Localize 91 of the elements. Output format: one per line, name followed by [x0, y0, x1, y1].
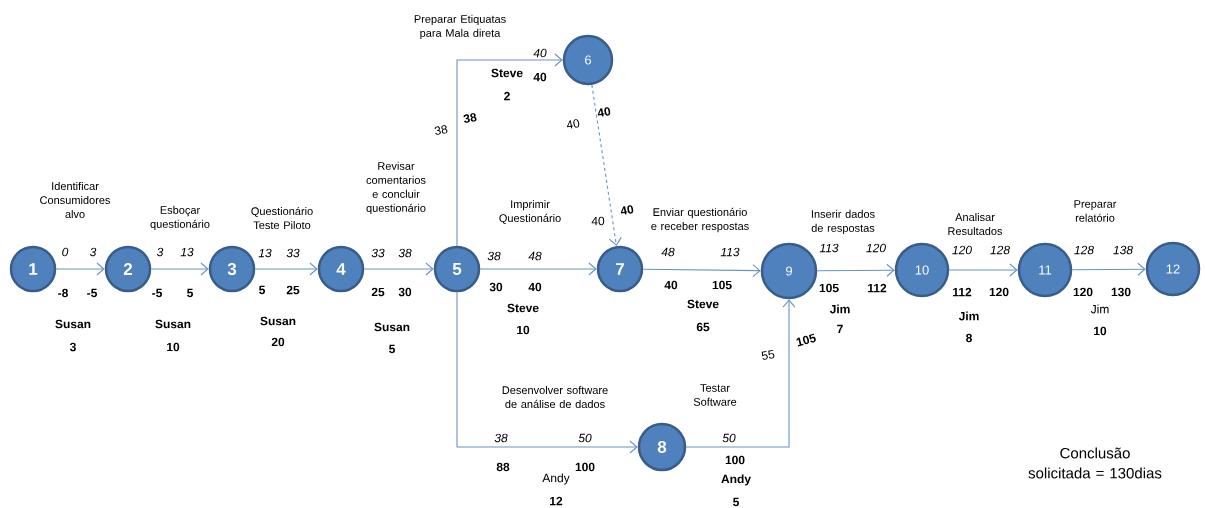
time-label: 13 — [180, 247, 194, 257]
time-label: 40 — [597, 107, 611, 117]
time-label: 48 — [528, 251, 542, 261]
time-label: 113 — [720, 247, 740, 257]
time-label: 5 — [259, 285, 265, 295]
time-label: 105 — [796, 333, 816, 347]
arrow — [254, 262, 318, 276]
time-label: Jim — [1090, 304, 1109, 314]
time-label: 2 — [504, 91, 510, 101]
arrow — [948, 263, 1018, 277]
time-label: 13 — [258, 248, 272, 258]
time-label: -8 — [58, 288, 68, 298]
time-label: 38 — [434, 125, 448, 135]
time-label: 12 — [550, 496, 563, 506]
time-label: 0 — [62, 247, 69, 257]
time-label: 40 — [620, 205, 634, 215]
arrow — [642, 264, 761, 278]
time-label: 138 — [1113, 245, 1133, 255]
time-label: 3 — [156, 247, 164, 257]
arrow — [1071, 262, 1146, 276]
activity-label: Analisar Resultados — [948, 212, 1003, 236]
time-label: Susan — [155, 319, 191, 329]
time-label: Andy — [542, 473, 570, 485]
time-label: 33 — [286, 248, 300, 258]
activity-label: Imprimir Questionário — [499, 199, 561, 224]
time-label: 40 — [566, 119, 580, 129]
time-label: 88 — [496, 462, 510, 472]
time-label: 5 — [733, 497, 739, 507]
time-label: 10 — [1094, 326, 1107, 336]
arrow — [456, 53, 563, 247]
time-label: 38 — [398, 248, 412, 258]
arrow — [816, 263, 895, 277]
time-label: 40 — [591, 216, 605, 226]
activity-label: Preparar Etiquatas para Mala direta — [414, 14, 506, 40]
time-label: Andy — [721, 474, 751, 486]
arrow — [456, 291, 638, 454]
time-label: 55 — [761, 349, 775, 360]
time-label: 3 — [69, 342, 76, 352]
arrow — [479, 262, 597, 276]
time-label: 5 — [187, 288, 193, 298]
time-label: 100 — [725, 455, 745, 465]
arrow — [150, 262, 209, 276]
time-label: 3 — [89, 247, 97, 257]
time-label: -5 — [87, 288, 97, 298]
time-label: 7 — [837, 324, 843, 334]
time-label: 25 — [286, 285, 300, 295]
time-label: 40 — [664, 280, 678, 290]
time-label: 65 — [696, 322, 710, 332]
time-label: 40 — [528, 282, 542, 292]
time-label: 20 — [271, 337, 285, 347]
time-label: 38 — [487, 251, 501, 261]
activity-label: Identificar Consumidores alvo — [40, 181, 111, 219]
time-label: 10 — [167, 342, 180, 352]
time-label: -5 — [152, 288, 162, 298]
activity-label: Desenvolver software de análise de dados — [502, 385, 608, 409]
time-label: Steve — [507, 303, 539, 313]
activity-label: Inserir dados de respostas — [811, 209, 875, 235]
time-label: 105 — [712, 280, 732, 290]
time-label: 50 — [578, 433, 592, 443]
time-label: Susan — [374, 322, 410, 332]
activity-label: Testar Software — [693, 384, 737, 406]
time-label: Susan — [55, 319, 91, 329]
time-label: 38 — [494, 433, 508, 443]
activity-label: Questionário Teste Piloto — [251, 206, 313, 230]
time-label: 100 — [575, 462, 595, 472]
time-label: 130 — [1111, 287, 1131, 297]
time-label: 40 — [533, 72, 547, 82]
note-text: Conclusão solicitada = 130dias — [1028, 447, 1162, 479]
time-label: 10 — [517, 325, 530, 335]
time-label: Steve — [687, 299, 719, 309]
time-label: 50 — [722, 433, 736, 443]
activity-label: Preparar relatório — [1074, 200, 1117, 222]
time-label: 30 — [398, 287, 412, 297]
activity-label: Enviar questionário e receber respostas — [651, 207, 749, 233]
time-label: Jim — [829, 304, 850, 314]
activity-label: Esboçar questionário — [150, 205, 210, 231]
arrow — [591, 84, 622, 246]
activity-label: Revisar comentarios e concluir questionário — [366, 161, 426, 215]
arrow — [685, 299, 796, 448]
time-label: Steve — [491, 68, 523, 78]
time-label: 40 — [533, 48, 547, 58]
time-label: Jim — [958, 311, 979, 321]
time-label: 38 — [463, 113, 477, 123]
arrow — [363, 262, 434, 276]
time-label: 8 — [966, 333, 972, 343]
time-label: 5 — [389, 344, 395, 354]
time-label: Susan — [260, 316, 296, 326]
time-label: 25 — [371, 287, 385, 297]
time-label: 33 — [371, 248, 385, 258]
time-label: 48 — [661, 247, 675, 257]
arrow — [55, 262, 105, 276]
